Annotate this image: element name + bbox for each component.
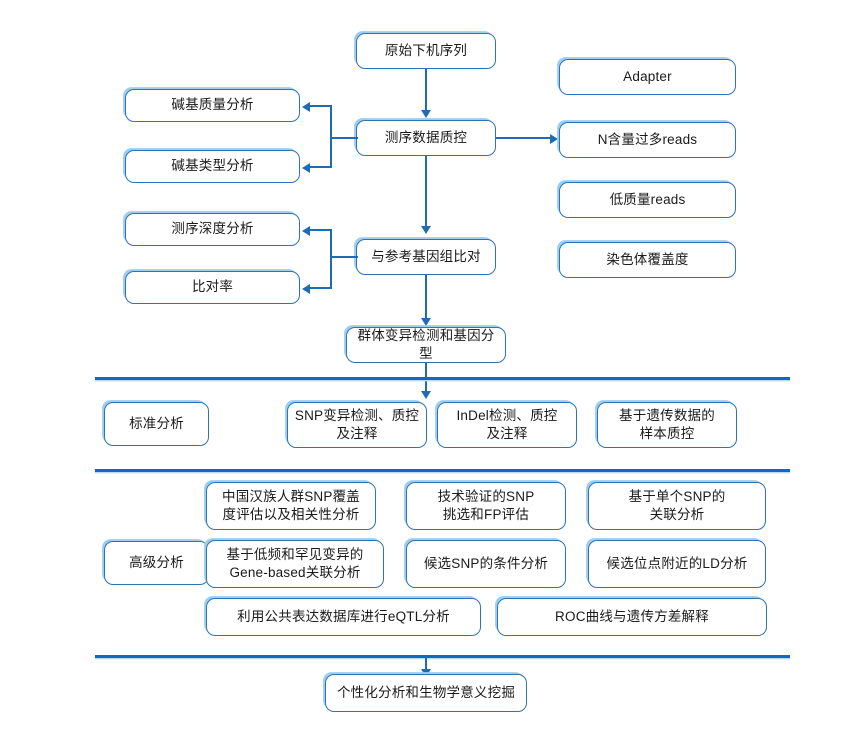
advanced-item-tech-validated-snp[interactable]: 技术验证的SNP 挑选和FP评估 <box>406 482 566 530</box>
arrowhead-align-ref <box>420 226 431 234</box>
arrowhead-base-quality <box>302 101 310 112</box>
divider-standard-top <box>95 377 790 380</box>
node-n-reads[interactable]: N含量过多reads <box>559 122 736 158</box>
connector-qc-to-n-reads <box>496 137 552 139</box>
connector-align-left-bus <box>330 229 332 289</box>
advanced-item-eqtl[interactable]: 利用公共表达数据库进行eQTL分析 <box>206 598 481 636</box>
standard-item-indel[interactable]: InDel检测、质控 及注释 <box>437 402 577 448</box>
connector-align-left-stub <box>330 256 358 258</box>
node-align-ref[interactable]: 与参考基因组比对 <box>356 239 496 275</box>
section-label-standard[interactable]: 标准分析 <box>104 402 209 446</box>
arrowhead-personalized <box>420 669 431 677</box>
standard-item-sample-qc[interactable]: 基于遗传数据的 样本质控 <box>597 402 737 448</box>
node-adapter[interactable]: Adapter <box>559 59 736 95</box>
connector-to-personalized <box>425 657 427 672</box>
connector-raw-to-qc <box>425 69 427 112</box>
advanced-item-single-snp-assoc[interactable]: 基于单个SNP的 关联分析 <box>588 482 766 530</box>
connector-qc-to-base-type <box>309 166 332 168</box>
advanced-item-roc-curve[interactable]: ROC曲线与遗传方差解释 <box>497 598 767 636</box>
arrowhead-variant-calling <box>420 318 431 326</box>
advanced-item-han-snp-coverage[interactable]: 中国汉族人群SNP覆盖 度评估以及相关性分析 <box>206 482 376 530</box>
section-label-advanced[interactable]: 高级分析 <box>104 541 209 585</box>
connector-qc-left-stub <box>330 137 358 139</box>
arrowhead-n-reads <box>550 133 558 144</box>
arrowhead-base-type <box>302 162 310 173</box>
connector-qc-to-align <box>425 156 427 228</box>
arrowhead-standard-section <box>420 391 431 399</box>
divider-advanced-top <box>95 469 790 472</box>
advanced-item-conditional-snp[interactable]: 候选SNP的条件分析 <box>406 540 566 588</box>
node-base-quality[interactable]: 碱基质量分析 <box>125 89 300 122</box>
node-qc[interactable]: 测序数据质控 <box>356 120 496 156</box>
node-personalized-analysis[interactable]: 个性化分析和生物学意义挖掘 <box>325 674 527 712</box>
node-base-type[interactable]: 碱基类型分析 <box>125 150 300 183</box>
node-chrom-coverage[interactable]: 染色体覆盖度 <box>559 242 736 278</box>
connector-qc-left-bus <box>330 105 332 168</box>
advanced-item-ld-analysis[interactable]: 候选位点附近的LD分析 <box>588 540 766 588</box>
connector-qc-to-base-quality <box>309 105 332 107</box>
arrowhead-raw-to-qc <box>420 110 431 118</box>
arrowhead-depth <box>302 225 310 236</box>
node-low-quality-reads[interactable]: 低质量reads <box>559 182 736 218</box>
divider-personalized-top <box>95 655 790 658</box>
node-depth[interactable]: 测序深度分析 <box>125 213 300 246</box>
arrowhead-align-rate <box>302 283 310 294</box>
connector-align-to-variant <box>425 275 427 320</box>
node-align-rate[interactable]: 比对率 <box>125 271 300 304</box>
node-raw-reads[interactable]: 原始下机序列 <box>356 33 496 69</box>
connector-align-to-rate <box>309 287 332 289</box>
standard-item-snp[interactable]: SNP变异检测、质控 及注释 <box>287 402 427 448</box>
advanced-item-gene-based-assoc[interactable]: 基于低频和罕见变异的 Gene-based关联分析 <box>206 540 384 588</box>
node-variant-calling[interactable]: 群体变异检测和基因分型 <box>346 327 506 363</box>
connector-align-to-depth <box>309 229 332 231</box>
